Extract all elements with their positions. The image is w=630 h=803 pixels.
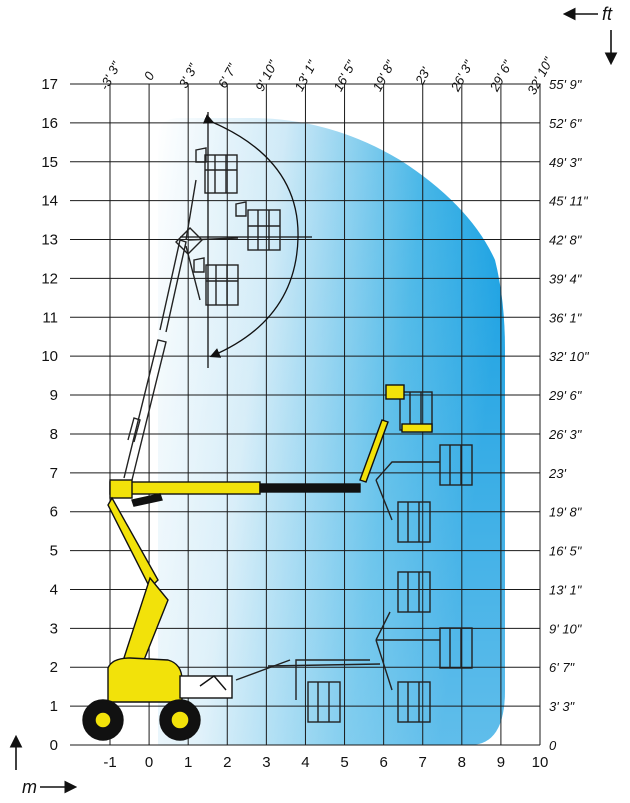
x-tick-ft: -3' 3" <box>96 58 124 92</box>
y-tick-m: 11 <box>42 309 58 326</box>
y-tick-m: 5 <box>50 543 58 560</box>
y-tick-ft: 13' 1" <box>549 582 583 597</box>
y-tick-ft: 23' <box>548 466 566 481</box>
x-tick-ft: 9' 10" <box>252 57 281 94</box>
y-tick-m: 16 <box>41 115 58 132</box>
x-tick-m: -1 <box>103 754 116 771</box>
x-tick-m: 4 <box>301 754 309 771</box>
y-tick-ft: 19' 8" <box>549 505 583 520</box>
x-tick-ft: 13' 1" <box>291 57 320 94</box>
y-tick-m: 0 <box>50 737 58 754</box>
y-tick-m: 14 <box>41 193 58 210</box>
y-tick-ft: 29' 6" <box>548 388 583 403</box>
unit-indicators: ft m <box>9 4 618 797</box>
x-tick-m: 7 <box>419 754 427 771</box>
y-tick-m: 1 <box>50 698 58 715</box>
x-tick-m: 3 <box>262 754 270 771</box>
y-tick-m: 17 <box>41 76 58 93</box>
x-tick-m: 8 <box>458 754 466 771</box>
y-tick-m: 12 <box>41 270 58 287</box>
y-tick-ft: 36' 1" <box>549 310 583 325</box>
y-tick-m: 15 <box>41 154 58 171</box>
y-tick-m: 10 <box>41 348 58 365</box>
y-tick-ft: 39' 4" <box>549 271 583 286</box>
x-tick-m: 9 <box>497 754 505 771</box>
y-tick-m: 7 <box>50 465 58 482</box>
y-tick-ft: 6' 7" <box>549 660 576 675</box>
y-tick-m: 2 <box>50 659 58 676</box>
y-tick-ft: 16' 5" <box>549 544 583 559</box>
x-tick-ft: 16' 5" <box>330 57 359 94</box>
x-tick-ft: 26' 3" <box>447 57 477 95</box>
y-tick-ft: 3' 3" <box>549 699 576 714</box>
x-tick-m: 1 <box>184 754 192 771</box>
x-tick-ft: 3' 3" <box>176 60 202 90</box>
y-tick-ft: 0 <box>549 738 557 753</box>
x-tick-ft: 29' 6" <box>486 57 516 95</box>
x-tick-ft: 0 <box>141 68 158 82</box>
y-tick-ft: 9' 10" <box>549 621 583 636</box>
aerial-work-platform <box>82 384 433 741</box>
grid-lines <box>70 83 541 746</box>
x-tick-m: 2 <box>223 754 231 771</box>
x-tick-ft: 19' 8" <box>369 57 398 94</box>
y-tick-m: 8 <box>50 426 58 443</box>
x-tick-ft: 6' 7" <box>215 60 241 90</box>
y-tick-ft: 49' 3" <box>549 155 583 170</box>
unit-m-label: m <box>22 777 37 797</box>
x-tick-m: 10 <box>532 754 549 771</box>
y-tick-ft: 42' 8" <box>549 233 583 248</box>
y-tick-ft: 52' 6" <box>549 116 583 131</box>
y-tick-ft: 55' 9" <box>549 77 583 92</box>
x-tick-m: 5 <box>340 754 348 771</box>
y-tick-m: 4 <box>50 581 58 598</box>
working-envelope <box>158 118 505 745</box>
y-tick-ft: 26' 3" <box>548 427 583 442</box>
y-tick-m: 9 <box>50 387 58 404</box>
x-tick-m: 0 <box>145 754 153 771</box>
y-tick-m: 13 <box>41 232 58 249</box>
y-tick-m: 3 <box>50 620 58 637</box>
unit-ft-label: ft <box>602 4 613 24</box>
x-tick-m: 6 <box>379 754 387 771</box>
y-tick-m: 6 <box>50 504 58 521</box>
y-tick-ft: 45' 11" <box>549 194 589 209</box>
y-tick-ft: 32' 10" <box>549 349 590 364</box>
